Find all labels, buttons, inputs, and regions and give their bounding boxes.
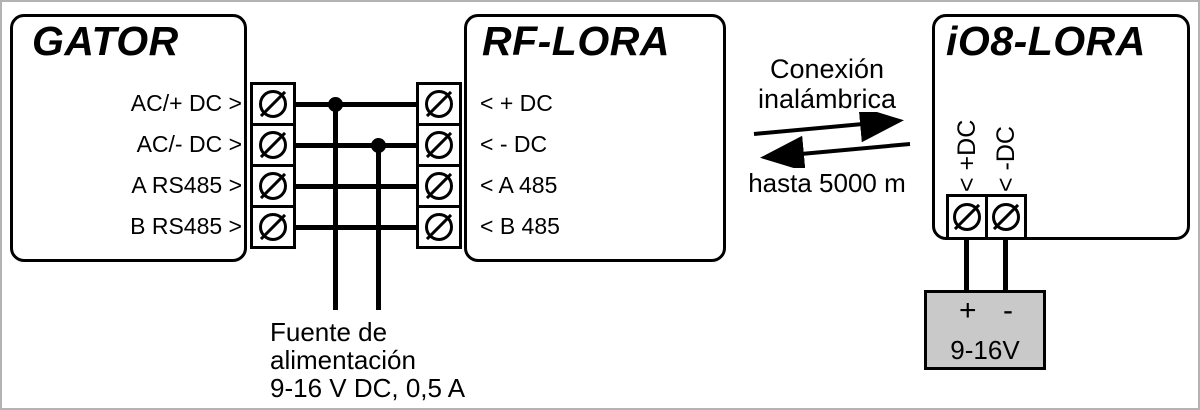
wire-a-485 — [296, 184, 416, 189]
gator-terminal-label-ac-minus-dc: AC/- DC > — [136, 131, 242, 157]
screw-head — [425, 131, 453, 159]
screw-head — [259, 131, 287, 159]
battery-wire-minus — [1003, 240, 1008, 290]
screw-terminal-icon — [416, 123, 462, 167]
wire-plus-dc — [296, 102, 416, 107]
io8-terminal-block — [946, 194, 1027, 240]
screw-terminal-icon — [416, 164, 462, 208]
screw-head — [425, 90, 453, 118]
battery-box: + - 9-16V — [924, 290, 1046, 370]
screw-terminal-icon — [250, 123, 296, 167]
rf-lora-terminal-block — [416, 82, 462, 249]
screw-head — [953, 203, 981, 231]
gator-terminal-label-b-rs485: B RS485 > — [130, 213, 242, 239]
wireless-range-label: hasta 5000 m — [748, 168, 906, 198]
io8-terminal-label-minus-dc: < -DC — [992, 126, 1020, 192]
power-supply-note-line3: 9-16 V DC, 0,5 A — [270, 373, 466, 403]
rf-lora-device-box — [464, 14, 726, 262]
screw-head — [259, 213, 287, 241]
screw-head — [259, 90, 287, 118]
wireless-arrows-icon — [750, 106, 914, 173]
screw-terminal-icon — [416, 82, 462, 126]
screw-head — [992, 203, 1020, 231]
power-supply-wire-plus — [333, 104, 338, 310]
screw-head — [259, 172, 287, 200]
screw-terminal-icon — [250, 205, 296, 249]
io8-lora-title: iO8-LORA — [946, 18, 1146, 64]
battery-minus-label: - — [1003, 294, 1013, 327]
rf-lora-terminal-label-a-485: < A 485 — [480, 172, 558, 198]
battery-plus-label: + — [959, 294, 977, 327]
screw-terminal-icon — [985, 194, 1027, 240]
wire-minus-dc — [296, 143, 416, 148]
screw-terminal-icon — [946, 194, 988, 240]
battery-wire-plus — [964, 240, 969, 290]
rf-lora-terminal-label-plus-dc: < + DC — [480, 90, 553, 116]
wireless-label-line1: Conexión — [769, 54, 885, 84]
io8-terminal-label-plus-dc: < +DC — [953, 119, 981, 192]
gator-title: GATOR — [32, 18, 179, 64]
screw-head — [425, 213, 453, 241]
gator-terminal-label-a-rs485: A RS485 > — [131, 172, 242, 198]
wire-b-485 — [296, 225, 416, 230]
screw-terminal-icon — [250, 164, 296, 208]
rf-lora-title: RF-LORA — [482, 18, 670, 64]
rf-lora-terminal-label-minus-dc: < - DC — [480, 131, 548, 157]
power-supply-wire-minus — [376, 145, 381, 310]
screw-terminal-icon — [416, 205, 462, 249]
screw-head — [425, 172, 453, 200]
gator-terminal-label-ac-plus-dc: AC/+ DC > — [130, 90, 242, 116]
gator-device-box — [10, 14, 247, 262]
power-supply-note-line1: Fuente de — [270, 317, 388, 347]
rf-lora-terminal-label-b-485: < B 485 — [480, 213, 560, 239]
power-supply-note-line2: alimentación — [270, 345, 416, 375]
wireless-label-line2: inalámbrica — [757, 84, 897, 114]
gator-terminal-block — [250, 82, 296, 249]
screw-terminal-icon — [250, 82, 296, 126]
battery-voltage-label: 9-16V — [950, 335, 1020, 365]
